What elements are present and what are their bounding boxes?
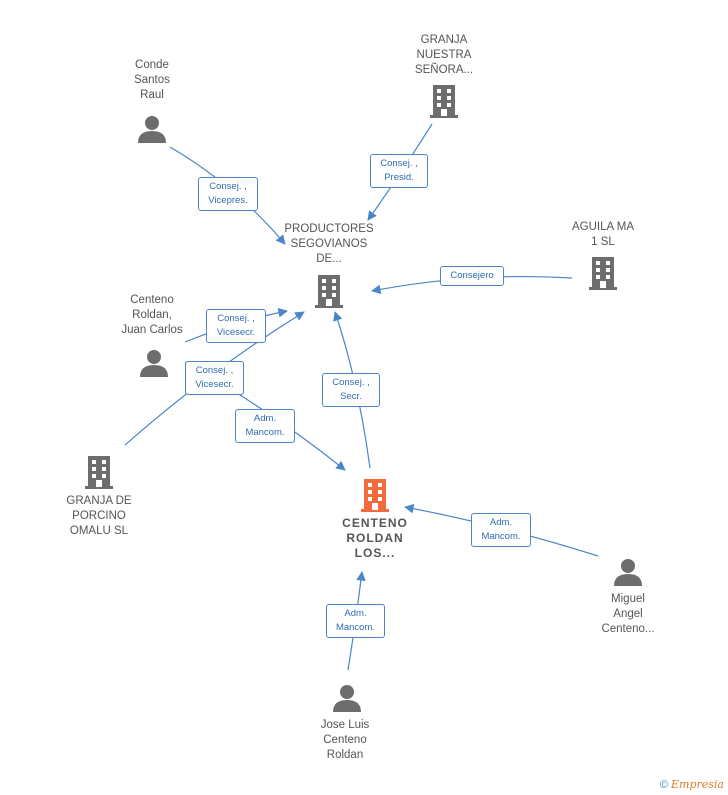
building-icon xyxy=(85,456,113,489)
edge-label-granja-productores[interactable]: Consej. ,Presid. xyxy=(370,154,428,188)
edge-label-juan-productores[interactable]: Consej. ,Vicesecr. xyxy=(206,309,266,343)
edge-label-jose-centeno[interactable]: Adm.Mancom. xyxy=(326,604,385,638)
building-icon xyxy=(361,479,389,512)
edge-label-conde-productores[interactable]: Consej. ,Vicepres. xyxy=(198,177,258,211)
person-icon xyxy=(333,685,361,712)
building-icon xyxy=(430,85,458,118)
edge-label-centeno-productores[interactable]: Consej. ,Secr. xyxy=(322,373,380,407)
copyright-icon: © xyxy=(659,779,668,791)
footer-brand: © Empresia xyxy=(660,778,724,791)
person-icon xyxy=(614,559,642,586)
edge-label-miguel-centeno[interactable]: Adm.Mancom. xyxy=(471,513,531,547)
edge-label-aguila-productores[interactable]: Consejero xyxy=(440,266,504,286)
person-icon xyxy=(140,350,168,377)
edge-label-porcino-productores[interactable]: Consej. ,Vicesecr. xyxy=(185,361,244,395)
building-icon xyxy=(315,275,343,308)
edge-label-juan-centeno[interactable]: Adm.Mancom. xyxy=(235,409,295,443)
brand-logo: Empresia xyxy=(671,778,724,791)
person-icon xyxy=(138,116,166,143)
building-icon xyxy=(589,257,617,290)
